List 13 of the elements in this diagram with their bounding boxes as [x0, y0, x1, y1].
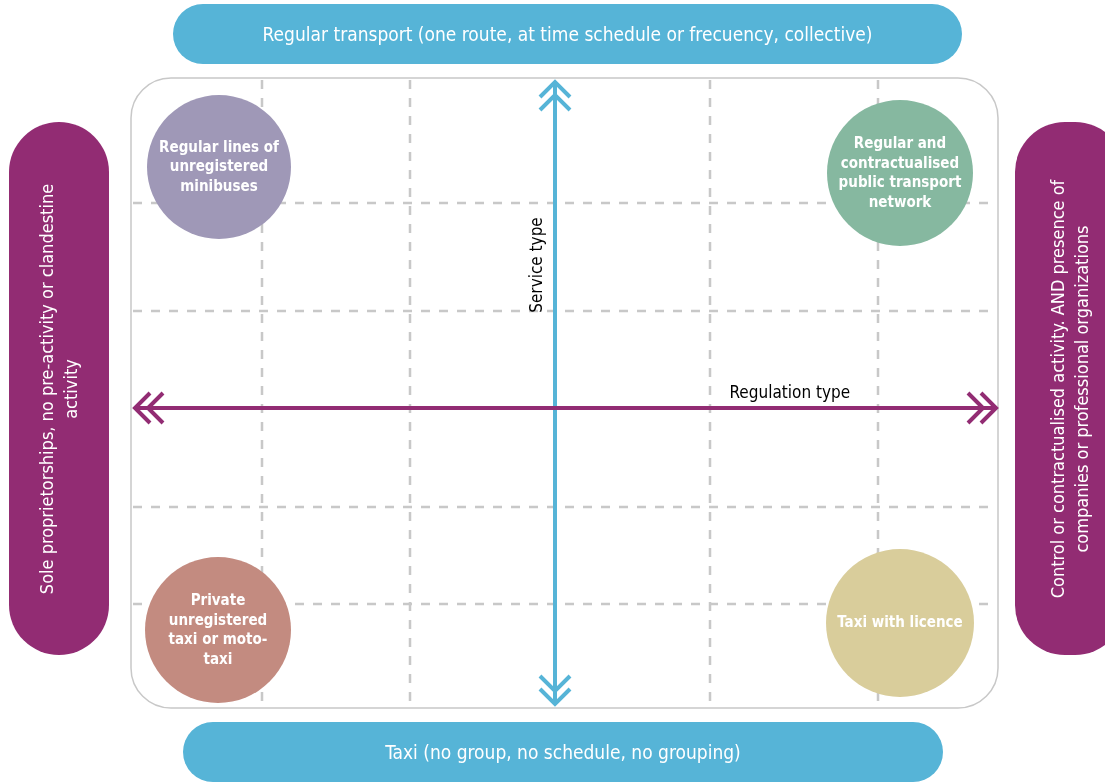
axis-label: Service type	[525, 217, 546, 313]
banner-text: Regular transport (one route, at time schedule or frecuency, collective)	[262, 23, 873, 45]
circle-text: Taxi with licence	[837, 613, 963, 633]
circle-text: Private unregistered taxi or moto-taxi	[167, 591, 269, 669]
category-banner	[173, 4, 962, 64]
category-banner	[183, 722, 943, 782]
axis-label: Regulation type	[729, 382, 851, 402]
circle-text: Regular lines of unregistered minibuses	[158, 137, 280, 197]
banner-text: Sole proprietorships, no pre-activity or clandestine activity	[34, 182, 82, 596]
category-banner	[1015, 122, 1105, 655]
banner-text: Taxi (no group, no schedule, no grouping)	[385, 741, 741, 763]
circle-text: Regular and contractualised public transport network	[837, 134, 963, 212]
banner-text: Control or contractualised activity. AND presence of companies or professional organizations	[1045, 178, 1093, 600]
